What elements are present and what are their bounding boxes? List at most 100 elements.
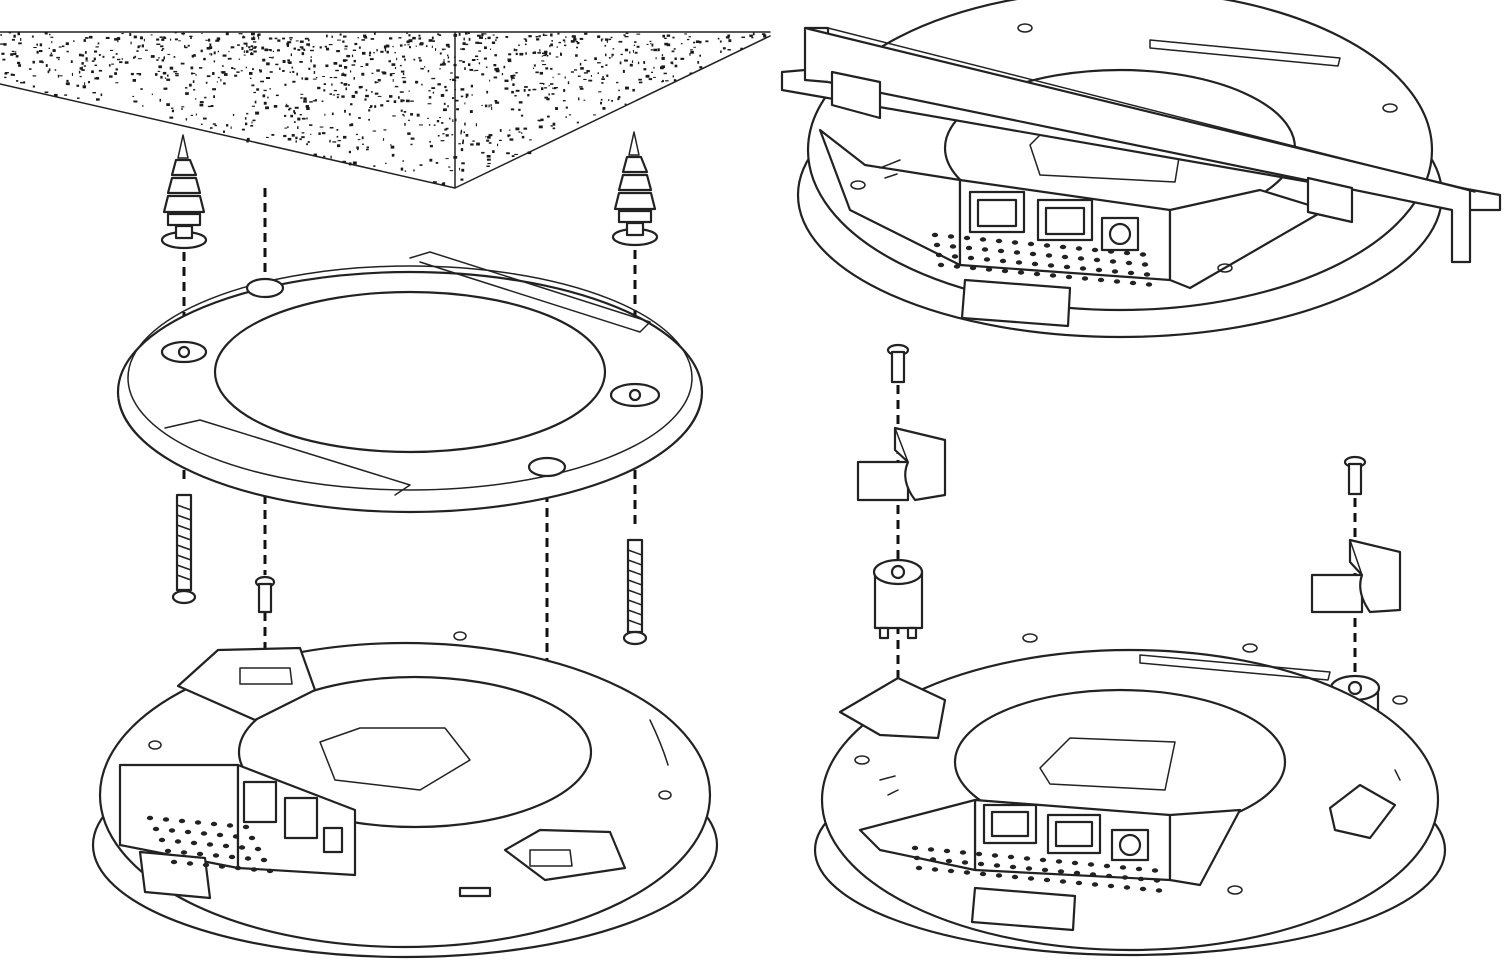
ceiling-speck [114,72,117,75]
ceiling-speck [486,155,491,158]
vent-hole [967,255,975,261]
ceiling-speck [460,178,464,181]
ceiling-speck [458,32,461,36]
ceiling-speck [401,77,406,79]
ceiling-speck [665,80,669,82]
ceiling-speck [170,38,172,41]
ceiling-speck [155,73,158,76]
ceiling-speck [583,78,587,80]
ceiling-speck [54,93,58,97]
ceiling-speck [490,104,492,107]
ceiling-speck [455,118,457,122]
ceiling-speck [632,49,634,53]
ceiling-speck [277,49,280,52]
ceiling-speck [333,62,338,65]
ceiling-speck [81,62,84,65]
ceiling-speck [447,54,449,57]
ceiling-speck [111,63,114,65]
ceiling-speck [286,42,290,46]
vent-hole [210,821,218,827]
ceiling-speck [485,136,487,138]
ceiling-speck [427,117,429,119]
ceiling-speck [646,43,649,45]
ceiling-speck [82,85,86,89]
ceiling-speck [282,70,285,72]
ceiling-speck [428,124,431,126]
ceiling-speck [418,37,422,40]
ceiling-speck [18,64,21,67]
vent-hole [931,867,939,872]
ceiling-speck [410,113,413,116]
ceiling-speck [601,65,604,68]
ceiling-speck [255,111,260,115]
ceiling-speck [299,40,304,43]
ceiling-speck [150,55,155,58]
ceiling-speck [337,144,341,148]
ceiling-speck [336,50,340,53]
ceiling-speck [507,134,511,137]
ceiling-speck [493,76,498,79]
vent-hole [1109,259,1117,264]
ceiling-speck [575,54,578,57]
ceiling-speck [297,126,299,129]
rail-clip-right [1310,538,1402,614]
ceiling-speck [605,64,608,66]
vent-hole [1041,867,1049,873]
ceiling-speck [386,100,390,102]
ceiling-speck [465,93,469,97]
ceiling-speck [429,144,433,148]
ceiling-speck [637,61,640,65]
ceiling-speck [171,109,174,113]
ceiling-speck [649,40,652,43]
ceiling-speck [548,84,550,87]
ceiling-speck [160,75,163,79]
ceiling-speck [337,39,341,41]
vent-hole [146,815,154,821]
vent-hole [1113,279,1121,284]
ceiling-speck [463,37,465,41]
ceiling-speck [442,48,444,51]
ceiling-speck [164,77,167,79]
ceiling-speck [699,66,703,69]
ceiling-speck [542,52,545,55]
vent-hole [951,254,959,259]
ceiling-speck [297,117,301,121]
ceiling-speck [464,67,466,70]
ceiling-speck [293,121,296,123]
vent-hole [1139,886,1147,892]
vent-hole [242,824,250,830]
ceiling-speck [223,82,226,85]
ceiling-speck [112,56,115,59]
vent-hole [1049,273,1057,278]
ceiling-speck [393,100,397,103]
ceiling-speck [333,89,337,92]
ceiling-speck [551,40,553,42]
ceiling-speck [85,57,88,60]
ceiling-speck [470,84,473,88]
ceiling-speck [161,59,165,62]
ceiling-speck [690,50,694,54]
screw-clip-left [886,343,910,384]
ceiling-speck [403,111,407,113]
ceiling-speck [349,123,352,127]
ceiling-speck [140,36,143,40]
ceiling-speck [432,91,435,94]
ceiling-speck [562,39,566,42]
ceiling-speck [693,46,696,48]
ceiling-speck [263,89,267,92]
ceiling-speck [431,40,435,42]
ceiling-speck [20,38,22,41]
ceiling-speck [377,95,382,97]
ceiling-speck [94,50,98,53]
ceiling-speck [625,32,629,34]
ceiling-speck [32,85,35,88]
ceiling-speck [549,52,551,55]
ceiling-speck [248,46,251,49]
ceiling-speck [322,132,326,135]
ceiling-speck [115,82,119,84]
vent-hole [1075,246,1083,251]
ceiling-speck [76,84,80,87]
ceiling-speck [549,44,551,48]
ceiling-speck [130,41,132,45]
ceiling-speck [699,54,701,57]
